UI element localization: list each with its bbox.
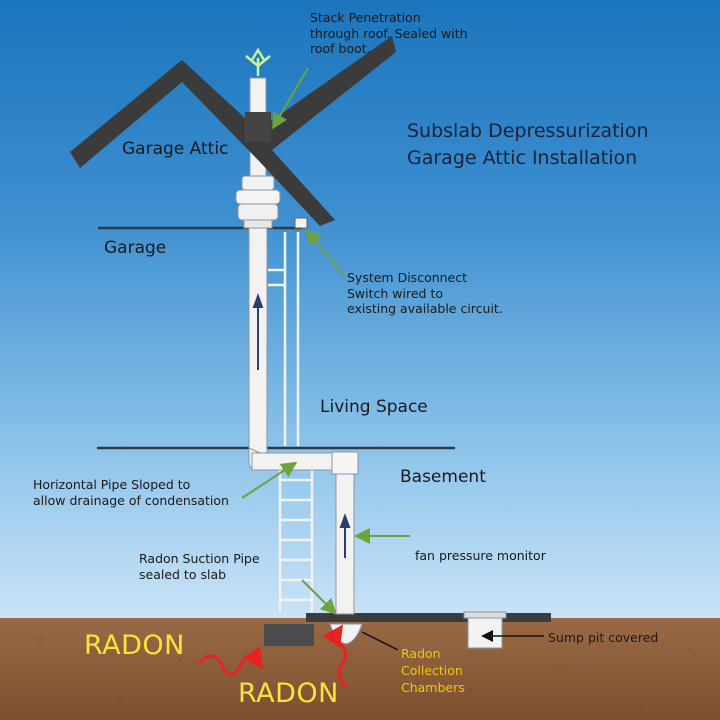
callout-fan-pressure-monitor: fan pressure monitor (415, 548, 546, 563)
callout-disconnect-switch: System Disconnect Switch wired to existi… (347, 270, 503, 317)
callout-line: Stack Penetration (310, 10, 421, 25)
roof-boot (245, 112, 271, 142)
area-label-attic: Garage Attic (122, 139, 229, 159)
area-label-basement: Basement (400, 467, 486, 487)
concrete-slab (306, 613, 551, 622)
callout-line: Switch wired to (347, 285, 444, 301)
slab-footing (264, 624, 314, 646)
inline-fan (235, 175, 281, 229)
radon-label-top: RADON (84, 630, 185, 661)
callout-line: System Disconnect (347, 270, 468, 285)
chamber-callout-arrow (361, 631, 399, 651)
basement-pipe-elbow (331, 451, 359, 475)
title-line-1: Subslab Depressurization (407, 120, 649, 142)
area-label-garage: Garage (104, 238, 167, 258)
exhaust-arrows (245, 47, 271, 76)
callout-sump-pit: Sump pit covered (548, 630, 659, 645)
callout-line: roof boot. (310, 41, 371, 57)
soil (0, 618, 720, 720)
sump-pit-lid (463, 611, 507, 619)
sump-pit (467, 617, 503, 649)
callout-horizontal-pipe: Horizontal Pipe Sloped to allow drainage… (33, 477, 229, 508)
area-label-living: Living Space (320, 397, 428, 417)
wall-studs (268, 232, 300, 446)
callout-line: Collection (401, 662, 463, 678)
callout-line: Chambers (401, 679, 465, 695)
callout-line: existing available circuit. (347, 301, 503, 317)
callout-collection-chambers: Radon Collection Chambers (401, 646, 465, 697)
callout-line: Horizontal Pipe Sloped to (33, 477, 191, 492)
callout-line: through roof. Sealed with (310, 25, 468, 41)
callout-line: allow drainage of condensation (33, 492, 229, 508)
callout-line: Radon (401, 646, 441, 661)
airflow-arrows (252, 293, 351, 558)
callout-stack-penetration: Stack Penetration through roof. Sealed w… (310, 10, 468, 57)
callout-line: Radon Suction Pipe (139, 551, 260, 566)
roof (70, 36, 396, 226)
foundation-wall (278, 462, 314, 612)
title-line-2: Garage Attic Installation (407, 146, 638, 169)
radon-flow-arrows (198, 624, 348, 688)
radon-label-bottom: RADON (238, 678, 339, 709)
callout-suction-pipe: Radon Suction Pipe sealed to slab (139, 551, 260, 582)
soil-speckles (28, 638, 692, 707)
disconnect-switch-box (294, 217, 308, 229)
callout-arrows (241, 67, 410, 615)
callout-line: sealed to slab (139, 566, 227, 582)
diagram-title: Subslab Depressurization Garage Attic In… (407, 118, 649, 171)
